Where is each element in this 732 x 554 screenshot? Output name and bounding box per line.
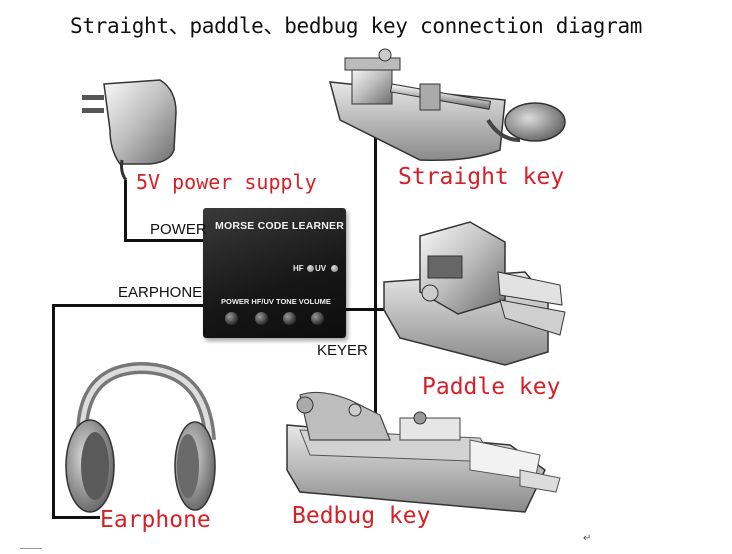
power-wire-vertical <box>124 180 127 242</box>
straight-key-icon <box>328 48 566 162</box>
earphone-wire-bottom <box>52 516 100 519</box>
uv-led-label: UV <box>315 264 327 273</box>
hf-led-label: HF <box>293 264 304 273</box>
morse-code-learner-device: MORSE CODE LEARNER HF UV POWER HF/UV TON… <box>203 208 346 338</box>
volume-knob-icon <box>311 312 324 325</box>
device-title: MORSE CODE LEARNER <box>215 220 345 232</box>
keyer-wire-horizontal <box>345 308 393 311</box>
diagram-title: Straight、paddle、bedbug key connection di… <box>70 14 643 38</box>
straight-key-label: Straight key <box>398 164 565 190</box>
power-connector-label: POWER <box>150 221 207 238</box>
earphone-label: Earphone <box>100 507 211 533</box>
headphones-icon <box>65 361 216 513</box>
uv-led-icon <box>331 265 338 272</box>
power-knob-icon <box>225 312 238 325</box>
keyer-connector-label: KEYER <box>317 342 368 359</box>
tone-knob-icon <box>283 312 296 325</box>
power-wire-horizontal <box>124 239 206 242</box>
power-adapter-icon <box>82 79 177 181</box>
paddle-key-label: Paddle key <box>422 374 561 400</box>
bedbug-key-icon <box>286 391 561 513</box>
knob-labels: POWER HF/UV TONE VOLUME <box>221 297 331 306</box>
keyer-wire-vertical <box>374 130 377 420</box>
power-supply-label: 5V power supply <box>136 170 317 194</box>
hf-led-icon <box>307 265 314 272</box>
paddle-key-icon <box>383 221 566 366</box>
hf-uv-knob-icon <box>255 312 268 325</box>
earphone-connector-label: EARPHONE <box>118 284 203 301</box>
return-mark: ↵ <box>583 533 592 544</box>
bedbug-key-label: Bedbug key <box>292 503 431 529</box>
page-corner-mark <box>20 548 42 549</box>
earphone-wire-horizontal <box>52 304 206 307</box>
earphone-wire-vertical <box>52 304 55 518</box>
